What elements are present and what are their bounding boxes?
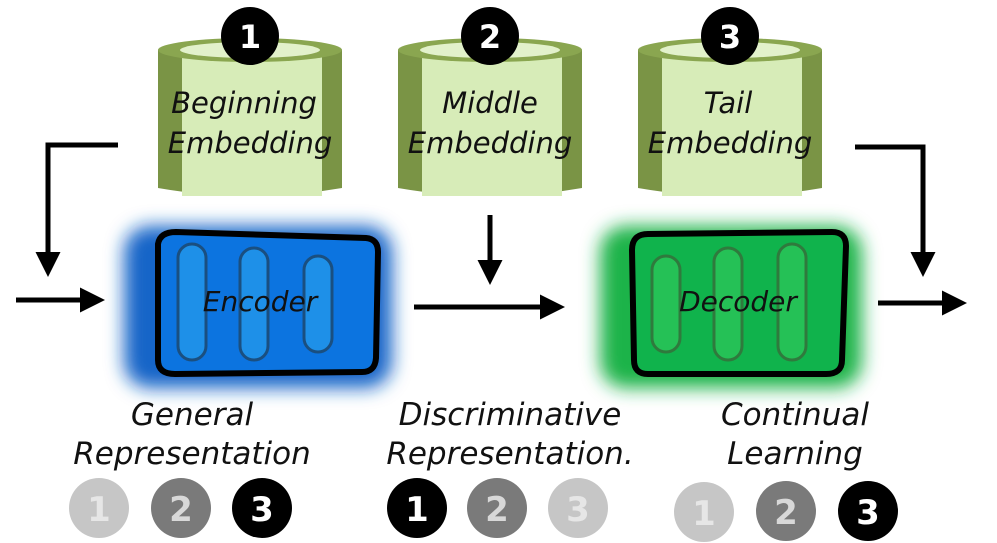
step-2-label: 2 [479, 18, 501, 56]
general-badge-3-label: 3 [250, 490, 274, 530]
caption-3-line1: Continual [721, 397, 869, 433]
continual-badge-2-label: 2 [774, 493, 798, 533]
discriminative-badge-3 [548, 478, 608, 538]
step-3-label: 3 [719, 18, 741, 56]
tail-embedding-line2: Embedding [648, 126, 812, 160]
caption-continual-learning: Continual Learning [721, 397, 869, 472]
discriminative-badge-1-label: 1 [405, 490, 429, 530]
beginning-embedding-cylinder: Beginning Embedding [158, 38, 342, 196]
middle-embedding-line1: Middle [442, 86, 538, 120]
continual-badge-2 [756, 481, 816, 541]
decoder-block: Decoder [600, 226, 862, 388]
continual-badge-3 [838, 481, 898, 541]
beginning-to-encoder-arrow [35, 142, 118, 277]
step-3-badge: 3 [701, 7, 759, 65]
stage-badges-discriminative: 1 2 3 [387, 478, 608, 538]
continual-badge-1-label: 1 [692, 494, 716, 534]
stage-badges-general: 1 2 3 [69, 478, 292, 538]
stage-badges-continual: 1 2 3 [674, 481, 898, 542]
caption-general-representation: General Representation [73, 397, 311, 472]
step-1-badge: 1 [221, 7, 279, 65]
beginning-embedding-line2: Embedding [168, 126, 332, 160]
caption-3-line2: Learning [727, 436, 863, 472]
caption-discriminative-representation: Discriminative Representation. [386, 397, 633, 472]
caption-2-line2: Representation. [386, 436, 633, 472]
discriminative-badge-2-label: 2 [485, 490, 509, 530]
encoder-label: Encoder [203, 285, 319, 318]
general-badge-2-label: 2 [169, 490, 193, 530]
step-2-badge: 2 [461, 7, 519, 65]
decoder-label: Decoder [679, 285, 798, 318]
beginning-embedding-line1: Beginning [171, 86, 317, 120]
tail-embedding-line1: Tail [704, 86, 753, 120]
middle-embedding-line2: Embedding [408, 126, 572, 160]
general-badge-1 [69, 478, 129, 538]
caption-2-line1: Discriminative [399, 397, 622, 433]
caption-1-line1: General [131, 397, 254, 433]
continual-badge-1 [674, 482, 734, 542]
step-1-label: 1 [239, 18, 261, 56]
encoder-block: Encoder [124, 226, 392, 388]
general-badge-2 [151, 478, 211, 538]
middle-embedding-cylinder: Middle Embedding [398, 38, 582, 196]
general-badge-1-label: 1 [87, 490, 111, 530]
continual-badge-3-label: 3 [856, 493, 880, 533]
caption-1-line2: Representation [73, 436, 311, 472]
discriminative-badge-3-label: 3 [566, 490, 590, 530]
discriminative-badge-1 [387, 478, 447, 538]
general-badge-3 [232, 478, 292, 538]
tail-to-output-arrow [855, 144, 936, 277]
discriminative-badge-2 [467, 478, 527, 538]
flow-arrows [16, 142, 967, 320]
